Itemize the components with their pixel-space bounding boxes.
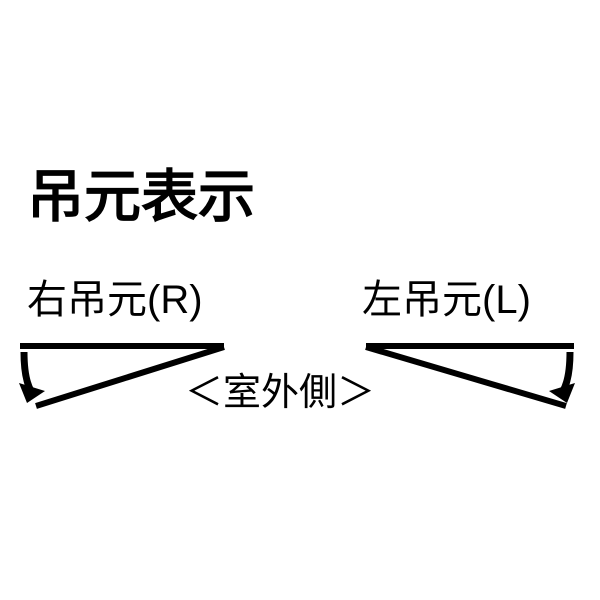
right-hinge-diagram bbox=[19, 343, 225, 409]
right-hinge-label: 右吊元(R) bbox=[27, 278, 203, 322]
page-title: 吊元表示 bbox=[27, 165, 255, 229]
right-hinge-swing-arrow-head bbox=[19, 383, 45, 403]
left-hinge-door-leaf-line bbox=[365, 344, 567, 409]
left-hinge-label: 左吊元(L) bbox=[362, 278, 531, 322]
right-hinge-door-leaf-line bbox=[35, 344, 225, 409]
left-hinge-swing-arrow-head bbox=[549, 383, 575, 403]
exterior-side-label: ＜室外側＞ bbox=[185, 372, 376, 414]
left-hinge-diagram bbox=[365, 343, 575, 409]
